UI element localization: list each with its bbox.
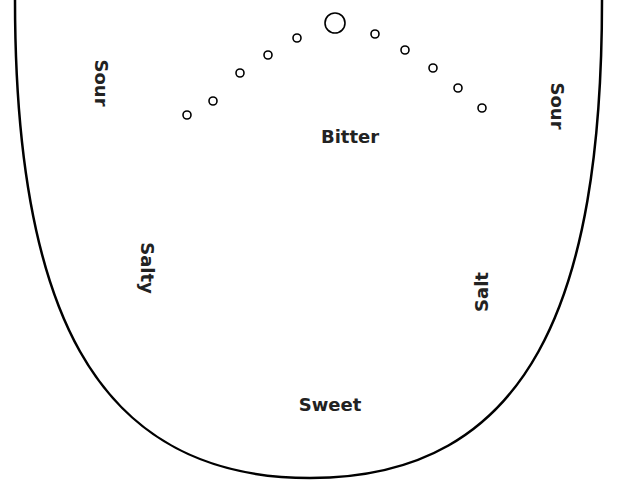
papillae-row: [183, 13, 486, 119]
tongue-outline: [15, 0, 602, 478]
taste-label: Bitter: [321, 128, 379, 146]
taste-label: Sour: [548, 82, 566, 129]
taste-label: Salt: [473, 272, 491, 312]
taste-label: Sour: [92, 59, 110, 106]
taste-label: Sweet: [299, 396, 362, 414]
taste-label: Salty: [138, 242, 156, 294]
